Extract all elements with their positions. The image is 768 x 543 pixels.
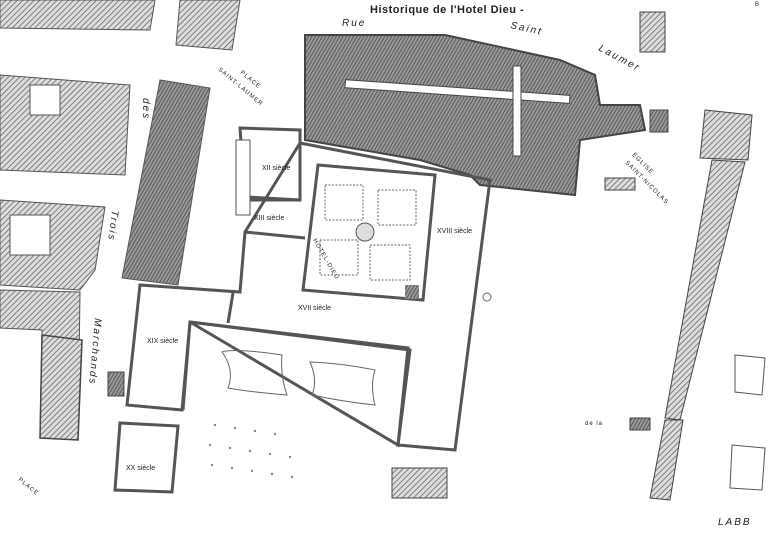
place-bottom-label: PLACE <box>17 477 40 497</box>
city-blocks-west <box>0 0 241 441</box>
street-label-marchands: Marchands <box>86 318 103 386</box>
street-label-laumer: Laumer <box>597 43 643 74</box>
street-label-trois: Trois <box>105 210 120 243</box>
city-blocks-east <box>391 11 766 501</box>
label-xvii-siecle: XVII siècle <box>298 305 331 312</box>
label-xx-siecle: XX siècle <box>126 465 155 472</box>
corner-mark: B <box>755 2 760 8</box>
street-label-rue: Rue <box>342 18 366 29</box>
map-title: Historique de l'Hotel Dieu - <box>370 4 524 16</box>
street-label-saint: Saint <box>509 20 543 38</box>
church-saint-laumer <box>304 34 669 197</box>
label-xii-siecle: XII siècle <box>262 165 291 172</box>
de-la-label: de la <box>585 421 603 427</box>
labb-label: LABB <box>718 517 752 528</box>
street-label-des: des <box>140 98 151 120</box>
hotel-dieu-complex <box>113 126 492 494</box>
label-xviii-siecle: XVIII siècle <box>437 228 472 235</box>
label-xix-siecle: XIX siècle <box>147 338 178 345</box>
label-xiii-siecle: XIII siècle <box>254 215 284 222</box>
